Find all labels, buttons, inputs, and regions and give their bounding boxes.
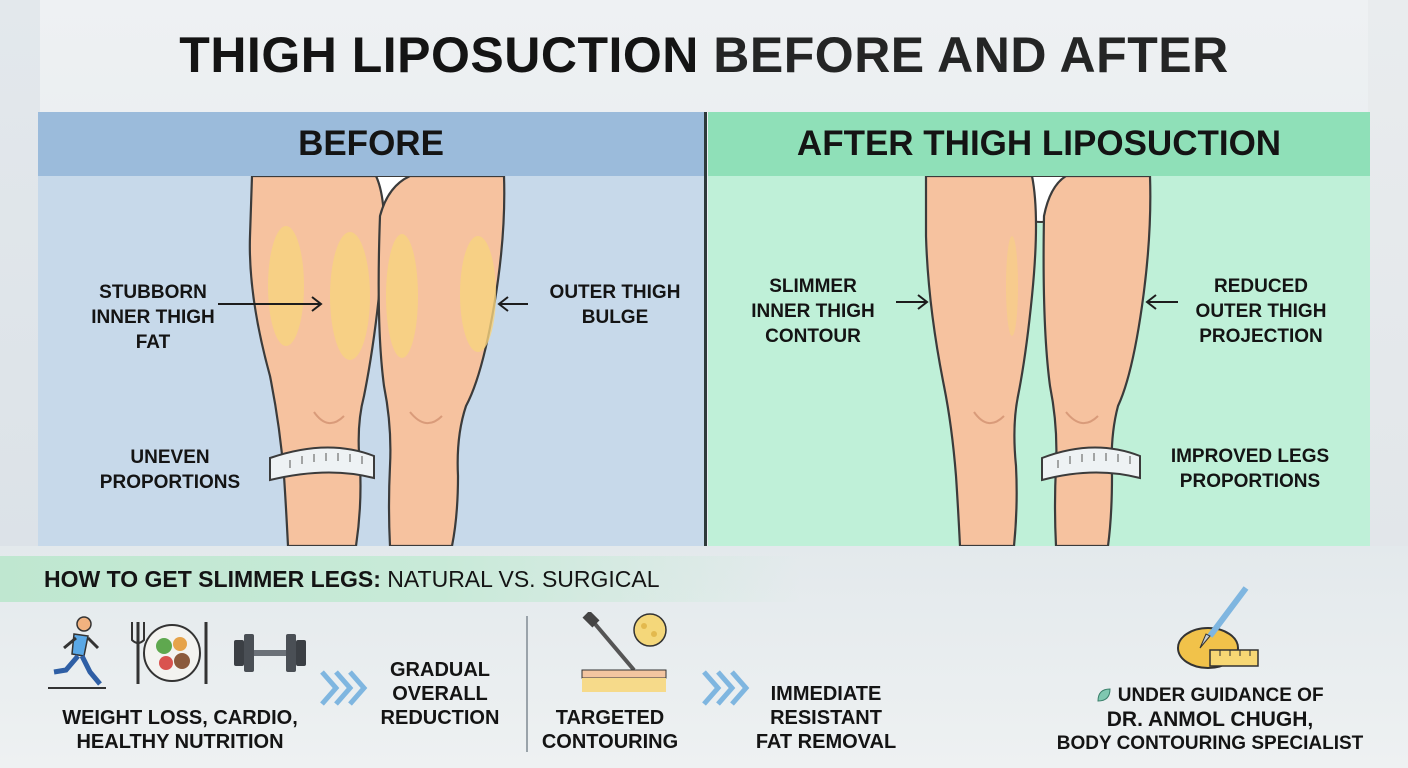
- label-line: UNEVEN: [130, 447, 210, 468]
- title-bold: THIGH LIPOSUCTION: [179, 27, 699, 83]
- label-uneven-proportions: UNEVEN PROPORTIONS: [80, 445, 260, 495]
- label-line: FAT: [135, 332, 171, 353]
- surgical-result-line: FAT REMOVAL: [755, 731, 897, 753]
- chevrons-right-icon: [702, 670, 750, 706]
- natural-method-line: WEIGHT LOSS, CARDIO,: [62, 707, 298, 729]
- surgical-result-line: RESISTANT: [770, 707, 882, 729]
- label-line: PROPORTIONS: [99, 472, 241, 493]
- natural-result-line: OVERALL: [392, 683, 488, 705]
- label-inner-thigh-fat: STUBBORN INNER THIGH FAT: [68, 280, 238, 355]
- label-outer-thigh-bulge: OUTER THIGH BULGE: [530, 280, 700, 330]
- guidance-line-1: UNDER GUIDANCE OF: [1040, 684, 1380, 708]
- natural-surgical-separator: [526, 616, 528, 752]
- surgical-result-text: IMMEDIATE RESISTANT FAT REMOVAL: [746, 682, 906, 754]
- surgical-method-line: CONTOURING: [541, 731, 679, 753]
- tape-measure-scalpel-icon: [1177, 586, 1259, 669]
- chevrons-right-icon: [320, 670, 368, 706]
- before-legs-illustration: [218, 176, 528, 546]
- after-panel: AFTER THIGH LIPOSUCTION SLIMMER INNER TH…: [708, 112, 1370, 546]
- label-line: INNER THIGH: [751, 301, 875, 322]
- fat-cell-icon: [633, 613, 667, 647]
- label-line: PROPORTIONS: [1179, 471, 1321, 492]
- natural-method-text: WEIGHT LOSS, CARDIO, HEALTHY NUTRITION: [40, 706, 320, 754]
- label-line: PROJECTION: [1199, 326, 1323, 347]
- label-line: OUTER THIGH: [1195, 301, 1327, 322]
- page-title: THIGH LIPOSUCTION BEFORE AND AFTER: [0, 26, 1408, 84]
- healthy-plate-icon: [131, 622, 208, 684]
- label-improved-proportions: IMPROVED LEGS PROPORTIONS: [1156, 444, 1344, 494]
- guidance-specialty: BODY CONTOURING SPECIALIST: [1056, 733, 1364, 754]
- guidance-text: UNDER GUIDANCE OF DR. ANMOL CHUGH, BODY …: [1040, 684, 1380, 756]
- cannula-icon: [581, 612, 667, 692]
- label-line: INNER THIGH: [91, 307, 215, 328]
- natural-result-text: GRADUAL OVERALL REDUCTION: [370, 658, 510, 730]
- leaf-icon: [1097, 688, 1111, 702]
- runner-icon: [48, 616, 106, 689]
- before-panel: BEFORE STUBBORN INNER THIGH FAT: [38, 112, 704, 546]
- guidance-doctor-name: DR. ANMOL CHUGH,: [1106, 708, 1314, 731]
- surgical-result-line: IMMEDIATE: [770, 683, 882, 705]
- panel-divider: [704, 112, 707, 546]
- label-line: CONTOUR: [765, 326, 861, 347]
- before-header: BEFORE: [38, 112, 704, 176]
- after-header: AFTER THIGH LIPOSUCTION: [708, 112, 1370, 176]
- label-line: BULGE: [581, 307, 649, 328]
- label-line: IMPROVED LEGS: [1170, 446, 1330, 467]
- skin-layer-icon: [581, 669, 667, 679]
- natural-result-line: REDUCTION: [380, 707, 500, 729]
- label-line: STUBBORN: [99, 282, 207, 303]
- label-reduced-outer-thigh: REDUCED OUTER THIGH PROJECTION: [1176, 274, 1346, 349]
- surgical-method-line: TARGETED: [555, 707, 665, 729]
- surgical-method-text: TARGETED CONTOURING: [540, 706, 680, 754]
- label-line: SLIMMER: [769, 276, 857, 297]
- natural-method-line: HEALTHY NUTRITION: [76, 731, 284, 753]
- how-to-title: HOW TO GET SLIMMER LEGS: NATURAL VS. SUR…: [44, 566, 660, 593]
- after-legs-illustration: [896, 176, 1178, 546]
- how-to-bar: [0, 556, 800, 602]
- label-line: OUTER THIGH: [549, 282, 681, 303]
- title-rest: BEFORE AND AFTER: [713, 27, 1229, 83]
- how-to-title-rest: NATURAL VS. SURGICAL: [387, 566, 660, 592]
- natural-result-line: GRADUAL: [390, 659, 490, 681]
- how-to-title-bold: HOW TO GET SLIMMER LEGS:: [44, 566, 381, 592]
- guidance-line-text: UNDER GUIDANCE OF: [1117, 685, 1324, 706]
- dumbbell-icon: [234, 634, 306, 672]
- label-slimmer-inner-thigh: SLIMMER INNER THIGH CONTOUR: [728, 274, 898, 349]
- label-line: REDUCED: [1214, 276, 1308, 297]
